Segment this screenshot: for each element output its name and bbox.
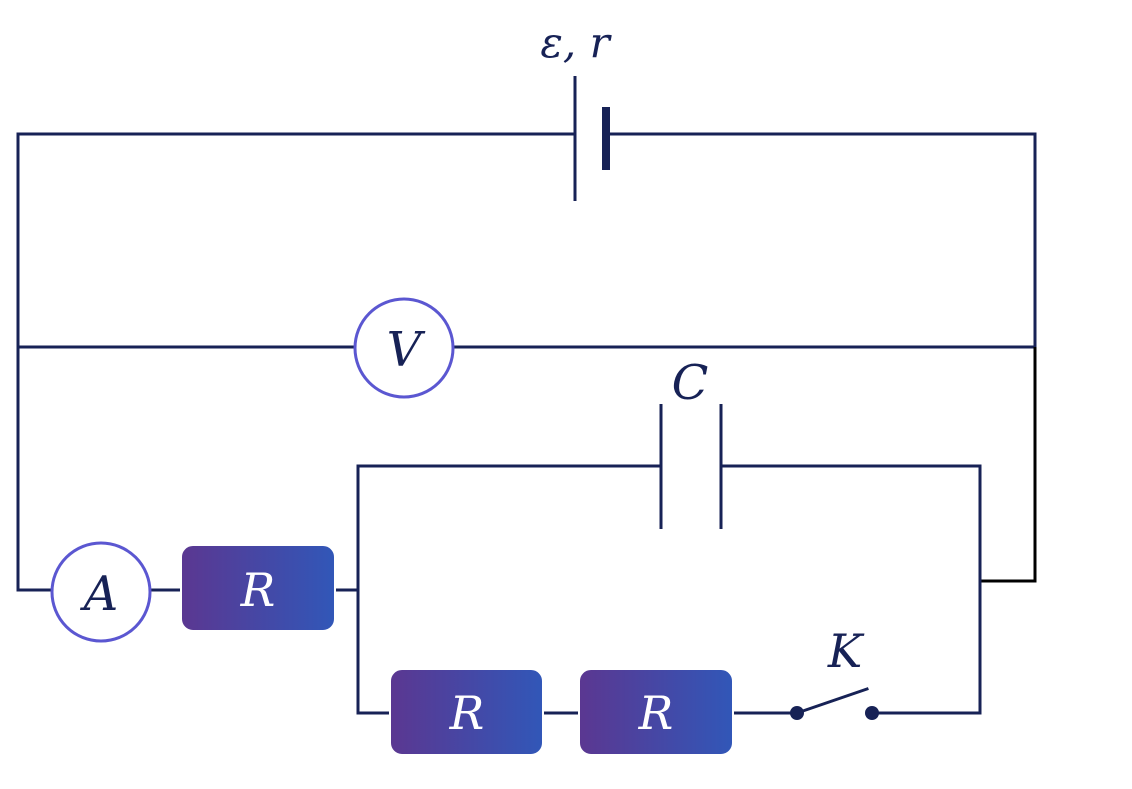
resistor-top: R <box>180 544 336 632</box>
resistor-top-body <box>180 544 336 632</box>
resistor-top-label: R <box>240 563 276 617</box>
wires <box>16 132 1037 715</box>
switch-right-contact <box>865 706 879 720</box>
voltmeter-ring <box>353 297 455 399</box>
resistor-bottom-right: R <box>578 668 734 756</box>
ammeter: A <box>50 541 152 643</box>
voltmeter: V <box>353 297 455 399</box>
resistor-bottom-right-label: R <box>638 686 674 740</box>
battery: ε, r <box>540 18 613 201</box>
resistor-bottom-left: R <box>389 668 544 756</box>
capacitor: C <box>659 355 723 529</box>
wire-top-right <box>604 132 1037 349</box>
ammeter-ring <box>50 541 152 643</box>
switch-label: K <box>827 624 865 678</box>
switch-lever <box>795 687 869 715</box>
wire-right-drop <box>980 347 1037 583</box>
switch: K <box>790 624 879 720</box>
wire-capacitor-right <box>719 464 982 715</box>
capacitor-label: C <box>672 355 709 411</box>
voltmeter-label: V <box>387 322 426 378</box>
resistor-bottom-left-body <box>389 668 544 756</box>
resistor-bottom-left-label: R <box>449 686 485 740</box>
resistor-bottom-right-body <box>578 668 734 756</box>
wire-top-left <box>16 132 577 592</box>
ammeter-label: A <box>80 566 119 622</box>
battery-label: ε, r <box>540 18 612 67</box>
